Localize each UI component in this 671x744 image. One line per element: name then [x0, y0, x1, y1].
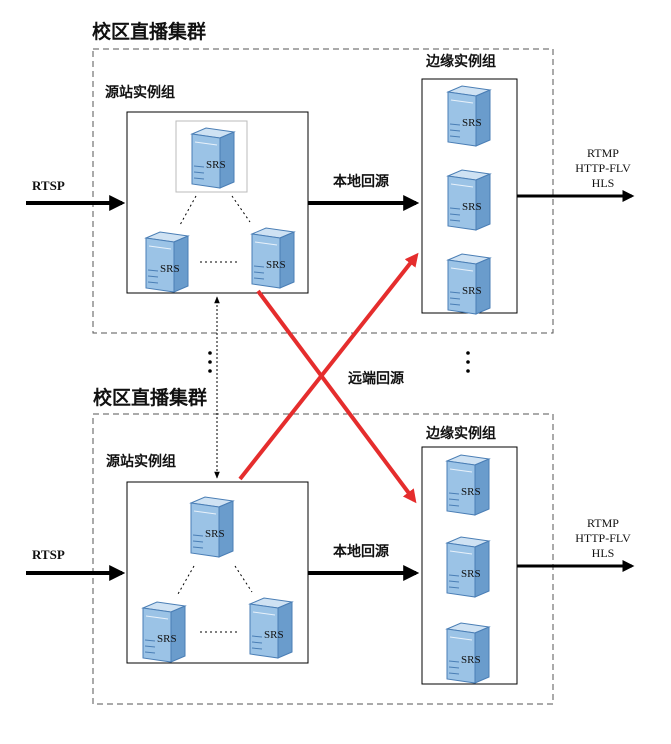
cluster-1-local-fetch-label: 本地回源 [333, 173, 389, 190]
cluster-1-origin-link [231, 195, 251, 223]
cluster-1-output-protocol: HTTP-FLV [575, 161, 631, 175]
cluster-2-origin-link [177, 565, 195, 595]
cluster-1: 校区直播集群 源站实例组 边缘实例组 RTSP 本地回源 RTMP HTTP-F… [26, 20, 635, 334]
server-label: SRS [462, 117, 482, 129]
server-icon: SRS [445, 622, 491, 684]
cluster-1-output-protocol: HLS [592, 176, 615, 190]
vertical-ellipsis-icon [466, 351, 470, 373]
cluster-2-title: 校区直播集群 [93, 386, 207, 409]
server-label: SRS [462, 285, 482, 297]
cluster-2-origin-link [234, 565, 253, 593]
cluster-1-output-protocol: RTMP [587, 146, 619, 160]
remote-fetch-arrow [256, 289, 417, 504]
remote-fetch-label: 远端回源 [348, 370, 404, 387]
cluster-1-origin-link [179, 195, 197, 226]
cluster-1-title: 校区直播集群 [92, 20, 206, 43]
server-icon: SRS [446, 85, 492, 147]
server-label: SRS [205, 528, 225, 540]
vertical-ellipsis-icon [208, 351, 212, 373]
server-label: SRS [157, 633, 177, 645]
servers: SRS SRS SRS SRS SRS SRS SRS SRS SRS SRS SRS SRS [141, 85, 492, 684]
server-icon: SRS [446, 253, 492, 315]
server-icon: SRS [190, 127, 236, 189]
cluster-1-origin-highlight [175, 120, 248, 193]
server-label: SRS [462, 201, 482, 213]
remote-fetch-arrow [238, 252, 419, 481]
server-icon: SRS [189, 496, 235, 558]
server-label: SRS [461, 654, 481, 666]
server-icon: SRS [144, 231, 190, 293]
cluster-2-output-protocol: HTTP-FLV [575, 531, 631, 545]
server-icon: SRS [250, 227, 296, 289]
cluster-1-origin-group-label: 源站实例组 [105, 84, 175, 101]
cluster-2-edge-group-label: 边缘实例组 [425, 425, 496, 442]
server-icon: SRS [248, 597, 294, 659]
cluster-2-output-protocol: HLS [592, 546, 615, 560]
cluster-2-origin-group-label: 源站实例组 [106, 453, 176, 470]
cluster-1-input-protocol: RTSP [32, 178, 65, 193]
cluster-1-edge-group-label: 边缘实例组 [425, 53, 496, 70]
server-icon: SRS [446, 169, 492, 231]
cluster-2: 校区直播集群 源站实例组 边缘实例组 RTSP 本地回源 RTMP HTTP-F… [26, 386, 635, 705]
cluster-1-boundary [92, 48, 554, 334]
server-label: SRS [266, 259, 286, 271]
server-icon: SRS [445, 454, 491, 516]
server-label: SRS [206, 159, 226, 171]
cluster-2-local-fetch-label: 本地回源 [333, 543, 389, 560]
cluster-2-boundary [92, 413, 554, 705]
server-label: SRS [461, 568, 481, 580]
server-label: SRS [160, 263, 180, 275]
cluster-2-input-protocol: RTSP [32, 547, 65, 562]
cluster-2-output-protocol: RTMP [587, 516, 619, 530]
server-icon: SRS [141, 601, 187, 663]
server-label: SRS [264, 629, 284, 641]
server-label: SRS [461, 486, 481, 498]
server-icon: SRS [445, 536, 491, 598]
